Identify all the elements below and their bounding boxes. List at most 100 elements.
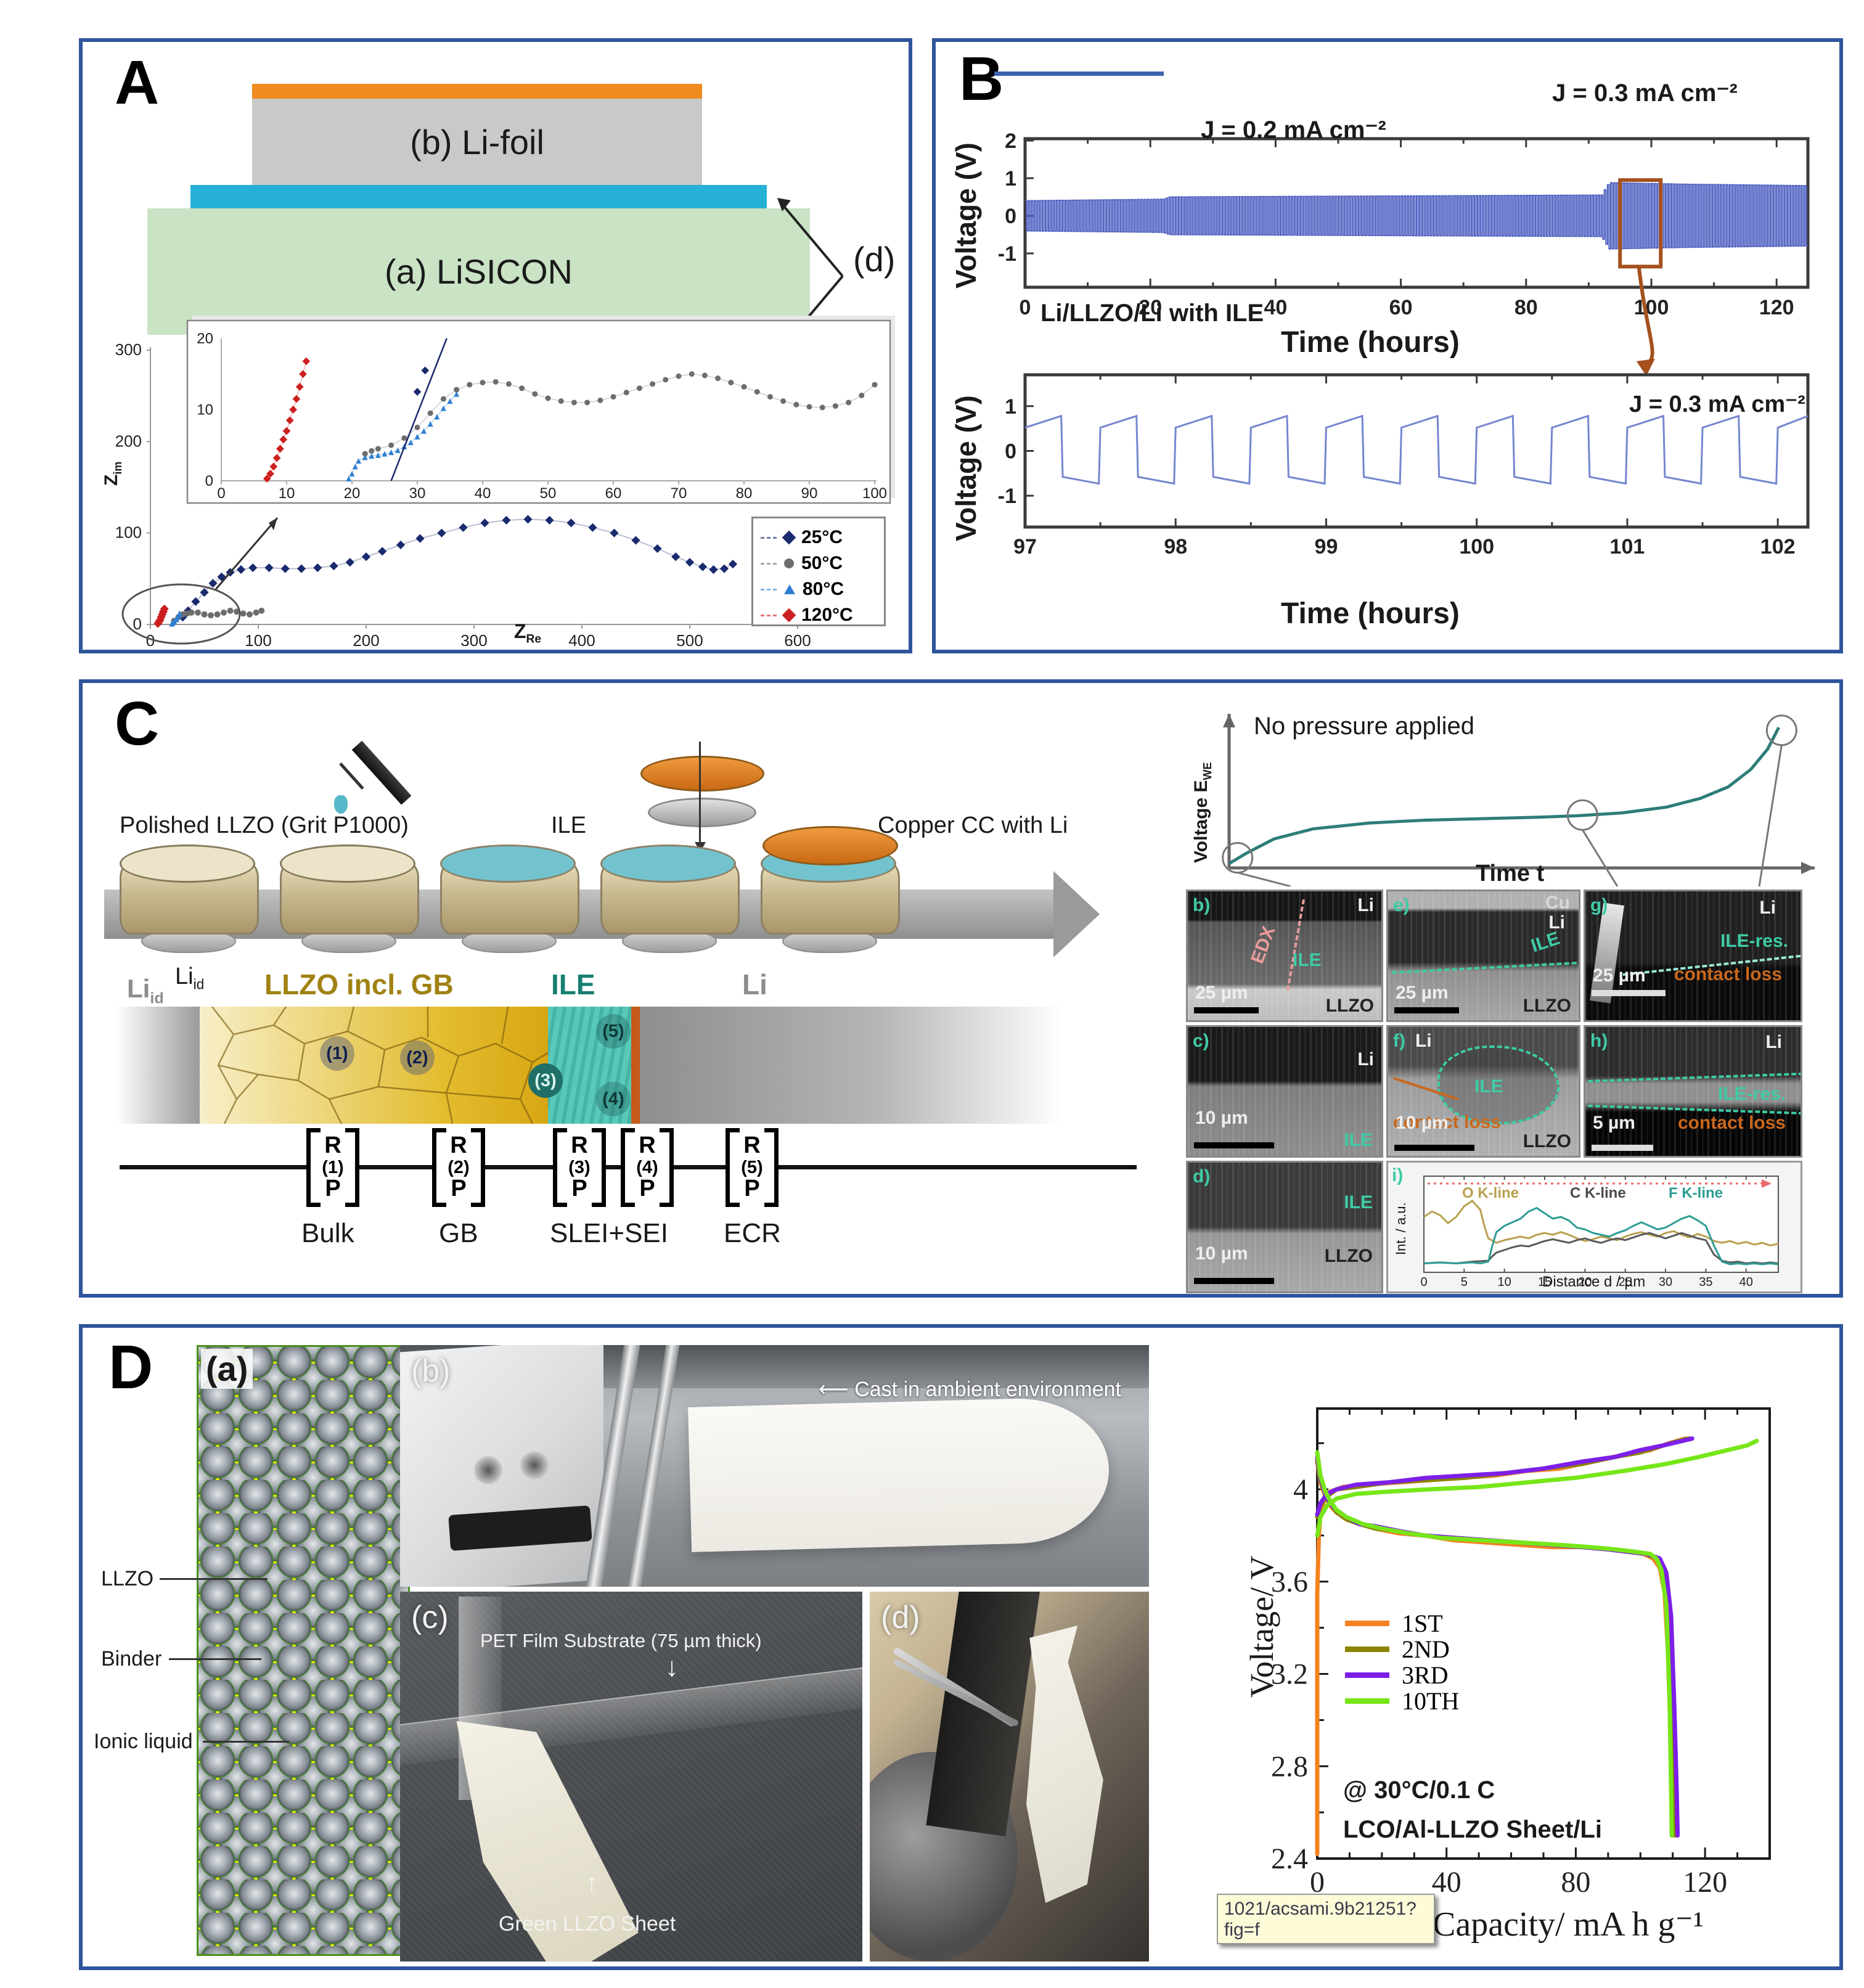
pressure-plot-svg (1222, 714, 1815, 888)
circuit-element-2: R(2)P (432, 1128, 485, 1207)
scale-label: 5 µm (1593, 1113, 1635, 1133)
cell-stack-schematic: (b) Li-foil (a) LiSICON (c) Graphite (d) (83, 42, 909, 441)
interface-band: (1) (2) (3) (4) (5) (116, 1006, 1072, 1124)
svg-text:300: 300 (460, 631, 487, 646)
legend-dash (761, 614, 777, 616)
ile-label: ILE (1293, 950, 1322, 970)
circuit-element-5: R(5)P (726, 1128, 779, 1207)
legend-swatch (1345, 1620, 1389, 1626)
svg-text:70: 70 (671, 485, 687, 502)
legend-dash (761, 562, 777, 565)
copper-disc-icon (640, 756, 764, 792)
legend-label: 50°C (801, 553, 843, 573)
edx-legend-o: O K-line (1462, 1185, 1519, 1201)
llzo-pellet-5-copper (761, 826, 900, 953)
svg-text:99: 99 (1315, 535, 1338, 558)
svg-text:-1: -1 (998, 485, 1016, 508)
capacity-cell: LCO/Al-LLZO Sheet/Li (1343, 1816, 1602, 1843)
svg-text:35: 35 (1699, 1275, 1712, 1289)
pet-arrow: ↓ (665, 1652, 679, 1682)
annotation-j03-zoom: J = 0.3 mA cm⁻² (1629, 391, 1805, 417)
scale-label: 25 µm (1593, 965, 1646, 986)
sem-i-tag: i) (1392, 1165, 1404, 1185)
photo-green-sheet: (c) PET Film Substrate (75 µm thick) ↓ ↑… (400, 1592, 862, 1961)
li-foil-label: (b) Li-foil (410, 122, 544, 162)
svg-text:100: 100 (1634, 296, 1669, 319)
pressure-title: No pressure applied (1254, 713, 1474, 740)
link-status-tooltip: 1021/acsami.9b21251?fig=f (1217, 1894, 1435, 1944)
llzo-pellet-4-ile (600, 845, 740, 953)
circuit-label-bulk: Bulk (301, 1218, 354, 1248)
capacity-ylabel: Voltage/ V (1243, 1555, 1280, 1698)
li-label: Li (1548, 912, 1565, 933)
circuit-element-3: R(3)P (553, 1128, 606, 1207)
composite-schematic (197, 1345, 410, 1956)
scale-label: 10 µm (1396, 1113, 1449, 1133)
contact-loss-label: contact loss (1393, 1112, 1502, 1132)
contact-loss-label: contact loss (1677, 1113, 1786, 1133)
cast-slurry-sheet (688, 1396, 1111, 1552)
li-label: Li (1765, 1032, 1782, 1052)
edx-legend-c: C K-line (1570, 1185, 1626, 1201)
ile-step-label: ILE (551, 812, 587, 838)
circuit-element-4: R(4)P (621, 1128, 674, 1207)
cast-caption: ⟵ Cast in ambient environment (819, 1378, 1121, 1401)
svg-text:500: 500 (676, 631, 703, 646)
svg-text:80: 80 (1514, 296, 1538, 319)
band-llzo-region (200, 1006, 549, 1124)
lisicon-layer: (a) LiSICON (147, 208, 810, 335)
edx-xlabel: Distance d / µm (1542, 1274, 1646, 1290)
press-arrow (699, 742, 701, 843)
circuit-element-1: R(1)P (306, 1128, 359, 1207)
band-ile-region (548, 1007, 631, 1124)
svg-text:2.8: 2.8 (1271, 1750, 1308, 1783)
copper-cc-label: Copper CC with Li (878, 812, 1068, 838)
ile-blob-outline (1437, 1045, 1559, 1124)
llzo-pellet-3-ile (440, 845, 579, 953)
llzo-label: LLZO (1325, 996, 1374, 1016)
li-label: Li (1357, 895, 1374, 915)
equivalent-circuit: R(1)P R(2)P R(3)P R(4)P R(5)P Bulk GB SL… (83, 683, 1161, 1299)
panel-c: C Polished LLZO (Grit P1000) ILE Copper … (79, 679, 1843, 1298)
legend-label: 120°C (801, 605, 853, 625)
legend-label: 1ST (1402, 1609, 1443, 1637)
legend-swatch (1345, 1698, 1389, 1704)
svg-text:0: 0 (1310, 1866, 1325, 1899)
sem-f: f) Li ILE contact loss 10 µm LLZO (1386, 1025, 1580, 1158)
sem-e-tag: e) (1393, 895, 1410, 915)
sem-f-tag: f) (1393, 1031, 1405, 1051)
lisicon-label: (a) LiSICON (385, 252, 573, 291)
photo-tape-casting: (b) ⟵ Cast in ambient environment (400, 1345, 1149, 1587)
diamond-marker-icon (782, 608, 796, 623)
svg-text:600: 600 (784, 631, 811, 646)
pressure-xlabel: Time t (1476, 861, 1545, 886)
triangle-marker-icon (784, 584, 795, 594)
llzo-pellet-1 (120, 845, 259, 953)
svg-text:0: 0 (1005, 205, 1016, 228)
polished-llzo-label: Polished LLZO (Grit P1000) (120, 812, 409, 838)
band-li-label: Li (742, 968, 767, 1000)
legend-label: 3RD (1402, 1661, 1449, 1689)
cu-label: Cu (1545, 893, 1570, 913)
sem-d-tag: d) (1193, 1166, 1211, 1187)
svg-text:30: 30 (409, 485, 426, 502)
ile-res-label: ILE-res. (1720, 931, 1788, 951)
panel-d: D (a) LLZO Binder Ionic liquid (b) ⟵ Cas… (79, 1324, 1843, 1970)
scale-label: 10 µm (1195, 1108, 1248, 1128)
annotation-j02: J = 0.2 mA cm⁻² (1201, 117, 1386, 144)
ile-label: ILE (1344, 1130, 1373, 1150)
edx-legend-f: F K-line (1669, 1185, 1723, 1201)
steel-disc-icon (648, 798, 756, 827)
llzo-pointer-label: LLZO (101, 1567, 154, 1590)
svg-text:98: 98 (1164, 535, 1187, 558)
current-collector-top (252, 84, 702, 99)
svg-text:97: 97 (1013, 535, 1037, 558)
ile-label: ILE (1344, 1192, 1373, 1213)
ile-res-label: ILE-res. (1717, 1084, 1786, 1104)
contact-loss-label: contact loss (1674, 964, 1782, 984)
cycling-top-ylabel: Voltage (V) (950, 142, 982, 288)
